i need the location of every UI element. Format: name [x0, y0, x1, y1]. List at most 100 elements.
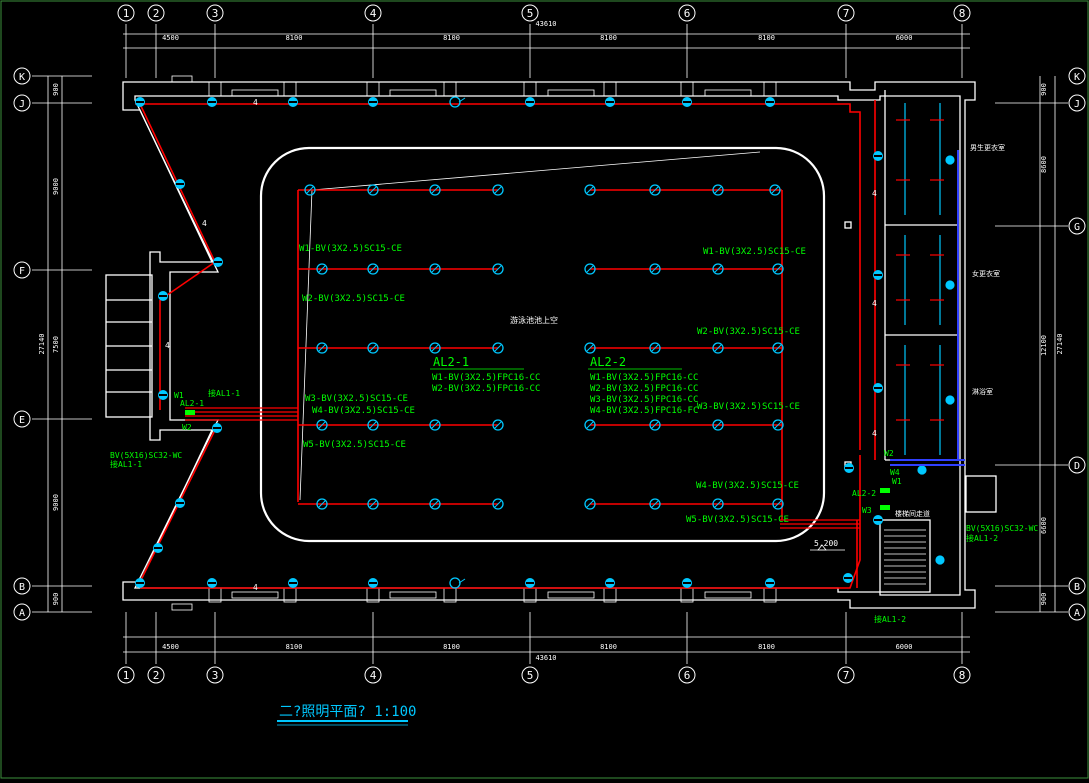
wall-light-icon — [844, 463, 854, 473]
stair-treads — [884, 529, 926, 585]
light-fixture-icon — [316, 419, 328, 431]
feeder-left-from: 接AL1-1 — [208, 388, 240, 398]
top-dimension: 6000 — [896, 34, 913, 42]
room-label-3: 淋浴室 — [972, 387, 993, 396]
light-fixture-icon — [584, 342, 596, 354]
top-dimension: 8100 — [758, 34, 775, 42]
wall-light-icon — [525, 97, 535, 107]
circuit-label-left-w5: W5-BV(3X2.5)SC15-CE — [303, 440, 406, 450]
left-dimension: 900 — [52, 593, 60, 606]
circuit-label-right-w3: W3-BV(3X2.5)SC15-CE — [697, 402, 800, 412]
building-outline — [105, 81, 997, 609]
drawing-title: 二?照明平面? 1:100 — [279, 704, 416, 720]
row-axis-label: K — [19, 72, 25, 83]
light-fixture-icon — [367, 419, 379, 431]
panel-al2-2-name: AL2-2 — [590, 355, 626, 369]
panel-al2-2-c2: W2-BV(3X2.5)FPC16-CC — [590, 384, 698, 394]
feeder-right — [780, 519, 860, 529]
column-axis-label: 1 — [123, 669, 130, 682]
wall-light-icon — [765, 578, 775, 588]
wall-light-icon — [158, 291, 168, 301]
row-axis-label: D — [1074, 461, 1080, 472]
feeder-left-target: 接AL1-1 — [110, 459, 142, 469]
light-fixture-icon — [649, 498, 661, 510]
bottom-dimension: 4500 — [162, 643, 179, 651]
socket-icon — [935, 555, 945, 565]
light-fixture-icon — [772, 263, 784, 275]
circuit-label-right-w5: W5-BV(3X2.5)SC15-CE — [686, 515, 789, 525]
fixtures-layer — [135, 96, 890, 589]
column-axis-bubble: 2 — [147, 4, 165, 22]
overall-width-bottom: 43610 — [535, 654, 556, 662]
bottom-dimension: 8100 — [600, 643, 617, 651]
light-fixture-icon — [772, 498, 784, 510]
light-fixture-icon — [492, 342, 504, 354]
num-label: 4 — [202, 219, 207, 228]
pool-outline — [259, 146, 826, 543]
wall-light-icon — [212, 423, 222, 433]
wall-light-icon — [135, 97, 145, 107]
row-axis-label: B — [1074, 582, 1080, 593]
wall-light-icon — [213, 257, 223, 267]
wall-light-icon — [765, 97, 775, 107]
light-fixture-icon — [316, 342, 328, 354]
light-fixture-icon — [429, 263, 441, 275]
num-label: 4 — [253, 98, 258, 107]
panel-al2-1-c1: W1-BV(3X2.5)FPC16-CC — [432, 373, 540, 383]
right-dimension: 8600 — [1040, 156, 1048, 173]
circuit-label-left-w3: W3-BV(3X2.5)SC15-CE — [305, 394, 408, 404]
light-fixture-icon — [367, 342, 379, 354]
wall-light-icon — [873, 515, 883, 525]
bottom-dimension: 8100 — [286, 643, 303, 651]
row-axis-bubble-left: J — [13, 94, 31, 112]
light-fixture-icon — [584, 419, 596, 431]
fan-icon — [449, 96, 466, 108]
row-axis-label: E — [19, 415, 25, 426]
right-dimension: 900 — [1040, 593, 1048, 606]
right-dimension: 6600 — [1040, 517, 1048, 534]
panel-al2-2-c3: W3-BV(3X2.5)FPC16-CC — [590, 395, 698, 405]
light-fixture-icon — [492, 263, 504, 275]
circuit-label-right-w1: W1-BV(3X2.5)SC15-CE — [703, 247, 806, 257]
pool-diagonal — [311, 151, 761, 191]
row-axis-label: G — [1074, 222, 1080, 233]
feeder-left-panel: AL2-1 — [180, 399, 204, 408]
light-fixture-icon — [429, 184, 441, 196]
panel-al2-2-c4: W4-BV(3X2.5)FPC16-FC — [590, 406, 698, 416]
num-label: 4 — [253, 583, 258, 592]
left-dimension: 9000 — [52, 178, 60, 195]
wall-light-icon — [153, 543, 163, 553]
text-labels: W1-BV(3X2.5)SC15-CE W2-BV(3X2.5)SC15-CE … — [110, 244, 1038, 624]
dimension-layer — [32, 24, 1068, 664]
circuit-label-right-w4: W4-BV(3X2.5)SC15-CE — [696, 481, 799, 491]
top-dimension: 8100 — [443, 34, 460, 42]
column-axis-bubble: 3 — [206, 666, 224, 684]
panel-al2-1-name: AL2-1 — [433, 355, 469, 369]
wall-light-icon — [682, 97, 692, 107]
panel-al2-1-c2: W2-BV(3X2.5)FPC16-CC — [432, 384, 540, 394]
light-fixture-icon — [584, 184, 596, 196]
row-axis-bubble-right: A — [1068, 603, 1086, 621]
feeder-left-w1: W1 — [174, 391, 184, 400]
row-axis-label: B — [19, 582, 25, 593]
row-axis-label: K — [1074, 72, 1080, 83]
column-axis-label: 8 — [959, 7, 966, 20]
column-axis-label: 4 — [370, 669, 377, 682]
feeder-right-from: 接AL1-2 — [874, 614, 906, 624]
wall-light-icon — [368, 578, 378, 588]
circuit-label-right-w2: W2-BV(3X2.5)SC15-CE — [697, 327, 800, 337]
windows — [171, 75, 777, 611]
row-axis-bubble-left: K — [13, 67, 31, 85]
light-fixture-icon — [429, 342, 441, 354]
column-axis-bubble: 3 — [206, 4, 224, 22]
circuit-rows — [298, 189, 782, 505]
row-axis-bubble-right: G — [1068, 217, 1086, 235]
wall-light-icon — [368, 97, 378, 107]
light-fixture-icon — [649, 184, 661, 196]
num-label: 4 — [872, 429, 877, 438]
light-fixture-icon — [492, 419, 504, 431]
light-fixture-icon — [367, 263, 379, 275]
